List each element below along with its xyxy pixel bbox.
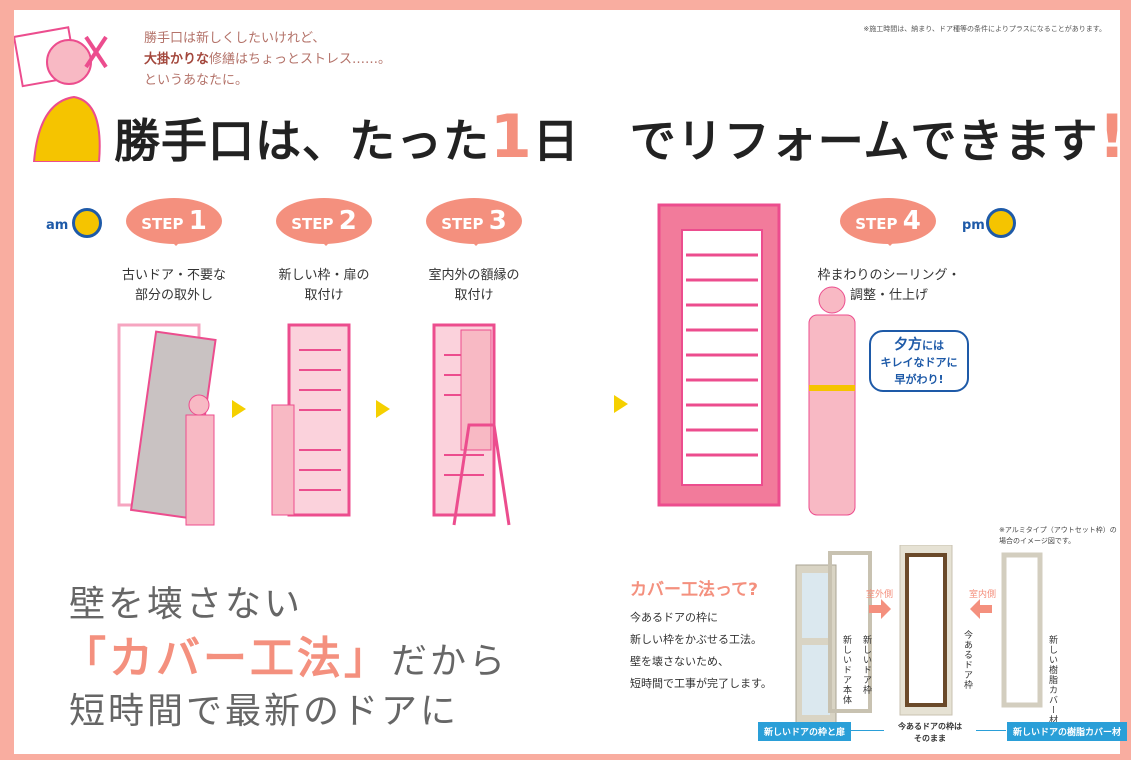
- step-2-illustration-icon: [271, 323, 351, 517]
- existing-frame-remains: 今あるドアの枠はそのまま: [898, 722, 962, 743]
- headline-line-3: 短時間で最新のドアに: [69, 691, 460, 732]
- cover-method-diagram-icon: [795, 545, 1043, 725]
- arrow-right-icon: [614, 395, 637, 413]
- arrow-line: [976, 730, 1006, 731]
- new-door-body-label: 新しいドア本体: [841, 635, 851, 705]
- arrow-line: [844, 730, 884, 731]
- pm-label: pm: [962, 218, 985, 233]
- step-1-description: 古いドア・不要な部分の取外し: [121, 268, 226, 303]
- step-3-description: 室内外の額縁の取付け: [428, 268, 520, 303]
- intro-bold: 大掛かりな: [144, 52, 210, 67]
- title-number: 1: [490, 102, 533, 172]
- step-4-badge: STEP 4: [840, 198, 936, 246]
- step-2-description: 新しい枠・扉の取付け: [278, 268, 370, 303]
- arrow-right-icon: [376, 400, 399, 418]
- intro-line-3: というあなたに。: [144, 73, 249, 88]
- step-1-badge: STEP 1: [126, 198, 222, 246]
- arrow-right-icon: [232, 400, 255, 418]
- new-door-frame-label: 新しいドア枠: [861, 635, 871, 695]
- new-cover-material-label: 新しい樹脂カバー材: [1047, 635, 1057, 725]
- clock-am-icon: [72, 208, 102, 238]
- intro-line-1: 勝手口は新しくしたいけれど、: [144, 31, 326, 46]
- page: 勝手口は新しくしたいけれど、 大掛かりな修繕はちょっとストレス……。 というあな…: [14, 10, 1128, 754]
- cover-method-description: 今あるドアの枠に新しい枠をかぶせる工法。壁を壊さないため、短時間で工事が完了しま…: [630, 611, 772, 690]
- step-4-finished-door-illustration-icon: [657, 203, 856, 516]
- cover-method-title: カバー工法って?: [630, 580, 759, 600]
- clock-pm-icon: [986, 208, 1016, 238]
- title-day: 日: [532, 114, 580, 168]
- new-resin-cover-box: 新しいドアの樹脂カバー材: [1007, 722, 1128, 741]
- title-part1: 勝手口は、たった: [114, 114, 490, 168]
- am-label: am: [46, 218, 69, 233]
- intro-text: 勝手口は新しくしたいけれど、 大掛かりな修繕はちょっとストレス……。 というあな…: [144, 28, 391, 91]
- page-title: 勝手口は、たった1日でリフォームできます!: [114, 102, 1127, 172]
- speech-bubble: 夕方には キレイなドアに早がわり!: [869, 330, 969, 392]
- woman-illustration-icon: [14, 26, 108, 162]
- title-part2: でリフォームできます: [629, 114, 1099, 168]
- title-exclamation: !: [1098, 102, 1127, 172]
- step-4-description: 枠まわりのシーリング・調整・仕上げ: [817, 268, 961, 303]
- new-frame-and-door-box: 新しいドアの枠と扉: [758, 722, 852, 741]
- construction-time-note: ※施工時間は、納まり、ドア種等の条件によりプラスになることがあります。: [863, 25, 1106, 33]
- step-3-badge: STEP 3: [426, 198, 522, 246]
- headline-line-1: 壁を壊さない: [69, 584, 304, 625]
- step-1-illustration-icon: [117, 323, 217, 526]
- indoor-side-label: 室内側: [969, 590, 997, 600]
- headline-line-2: 「カバー工法」だから: [62, 633, 509, 684]
- intro-line-2: 修繕はちょっとストレス……。: [209, 52, 392, 67]
- outdoor-side-label: 室外側: [866, 590, 894, 600]
- existing-frame-label: 今あるドア枠: [962, 630, 972, 690]
- aluminum-type-note: ※アルミタイプ（アウトセット枠）の場合のイメージ図です。: [999, 526, 1117, 545]
- step-3-illustration-icon: [432, 323, 511, 526]
- step-2-badge: STEP 2: [276, 198, 372, 246]
